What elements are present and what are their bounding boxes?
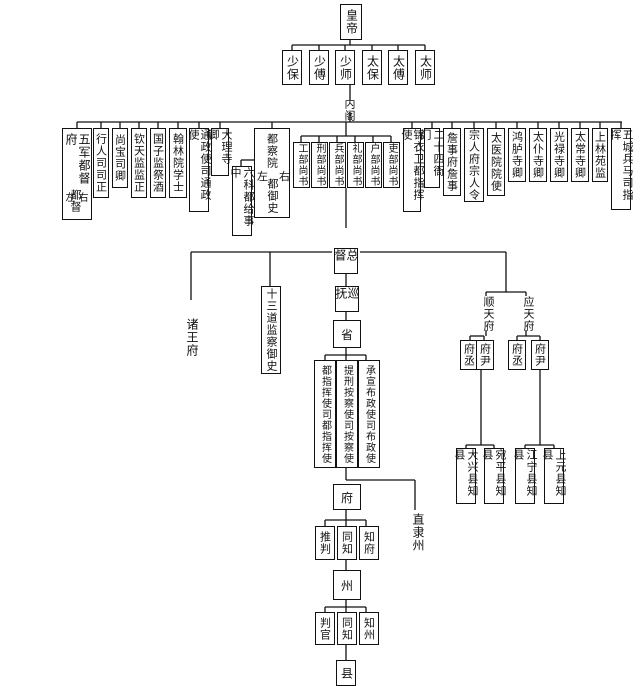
dudufu-right-label: 右 [78, 193, 89, 204]
ministry-li: 礼部尚书 [347, 142, 364, 188]
court-ershisi-yamen: 二十四衙门 [419, 128, 445, 188]
zhou-box: 州 [333, 570, 361, 600]
court-xingrensi: 行人司司正 [93, 128, 109, 198]
shuntian-cheng: 府丞 [460, 340, 478, 370]
dudufu-title-label: 都督 [69, 189, 82, 213]
court-tongzhengsi: 通政使司通政使 [187, 128, 212, 212]
zhou-tongzhi: 同知 [337, 612, 357, 645]
court-taiyiyuan: 太医院院使 [487, 128, 505, 196]
title-shaobao: 少保 [282, 50, 302, 85]
office-chengxuan-buzhengshisi: 承宣布政使司布政使 [358, 360, 380, 468]
court-wujun-dudufu: 五军都督府 左 右 [62, 128, 92, 220]
xunfu-box: 巡抚 [334, 286, 360, 312]
court-zongrenfu: 宗人府宗人令 [464, 128, 484, 202]
title-taifu: 太傅 [388, 50, 408, 85]
yingtian-jiangning: 江宁县知县 [512, 448, 538, 504]
fu-tongzhi: 同知 [337, 526, 357, 560]
zhuwang-label: 诸王府 [185, 318, 199, 357]
zhilizhou-label: 直隶州 [411, 513, 425, 552]
shuntian-label: 顺天府 [482, 296, 495, 332]
shuntian-wanping: 宛平县知县 [481, 448, 507, 504]
court-guanglusi: 光禄寺卿 [550, 128, 568, 182]
fu-box: 府 [333, 484, 361, 510]
liuke-box: 六科都给事中 [229, 166, 255, 236]
zhou-zhizhou: 知州 [359, 612, 379, 645]
emperor-box: 皇帝 [340, 4, 362, 40]
court-jinyiwei: 锦衣卫都指挥使 [400, 128, 425, 212]
fu-tuipan: 推判 [315, 526, 335, 560]
fu-zhifu: 知府 [359, 526, 379, 560]
shuntian-daxing: 大兴县知县 [453, 448, 479, 504]
ministry-xing: 刑部尚书 [311, 142, 328, 188]
office-tixing-anchashisi: 提刑按察使司按察使 [336, 360, 358, 468]
jiancha-box: 十三道监察御史 [261, 286, 281, 374]
court-wucheng-bingmasi: 五城兵马司指挥 [609, 128, 634, 210]
title-taibao: 太保 [362, 50, 382, 85]
court-taipusi: 太仆寺卿 [529, 128, 547, 182]
ministry-bing: 兵部尚书 [329, 142, 346, 188]
court-taichangsi: 太常寺卿 [571, 128, 589, 182]
court-duchayuan: 都察院 [254, 128, 290, 218]
shuntian-yin: 府尹 [476, 340, 494, 370]
duchayuan-label: 都察院 [265, 133, 279, 169]
xian-box: 县 [336, 660, 356, 686]
duchayuan-right-label: 右 [279, 170, 290, 183]
dudufu-left-label: 左 [65, 193, 76, 204]
yingtian-yin: 府尹 [531, 340, 549, 370]
title-shaofu: 少傅 [309, 50, 329, 85]
yingtian-label: 应天府 [522, 296, 535, 332]
wujun-dudufu-label: 五军都督府 [64, 133, 91, 185]
ministry-gong: 工部尚书 [293, 142, 310, 188]
duchayuan-left-label: 左 [257, 170, 268, 183]
yingtian-cheng: 府丞 [508, 340, 526, 370]
neige-label: 内阁 [343, 98, 356, 122]
court-hanlinyuan: 翰林院学士 [169, 128, 187, 198]
zhou-panguan: 判官 [315, 612, 335, 645]
court-zhanshifu: 詹事府詹事 [443, 128, 461, 196]
zongdu-box: 总督 [333, 248, 359, 274]
ministry-li-personnel: 吏部尚书 [383, 142, 400, 188]
title-taishi: 太师 [415, 50, 435, 85]
title-shaoshi: 少师 [335, 50, 355, 85]
court-qintianjian: 钦天监监正 [131, 128, 147, 198]
office-duzhihuishisi: 都指挥使司都指挥使 [314, 360, 336, 468]
court-shanglinyuan: 上林苑监 [592, 128, 608, 182]
duchayuan-title-label: 都御史 [266, 178, 279, 214]
ministry-hu: 户部尚书 [365, 142, 382, 188]
court-dalisi: 大理寺卿 [207, 128, 233, 176]
court-shangbaosi: 尚宝司卿 [112, 128, 128, 188]
sheng-box: 省 [333, 320, 361, 348]
court-guozijian: 国子监祭酒 [150, 128, 166, 198]
yingtian-shangyuan: 上元县知县 [541, 448, 567, 504]
court-honglusi: 鸿胪寺卿 [508, 128, 526, 182]
